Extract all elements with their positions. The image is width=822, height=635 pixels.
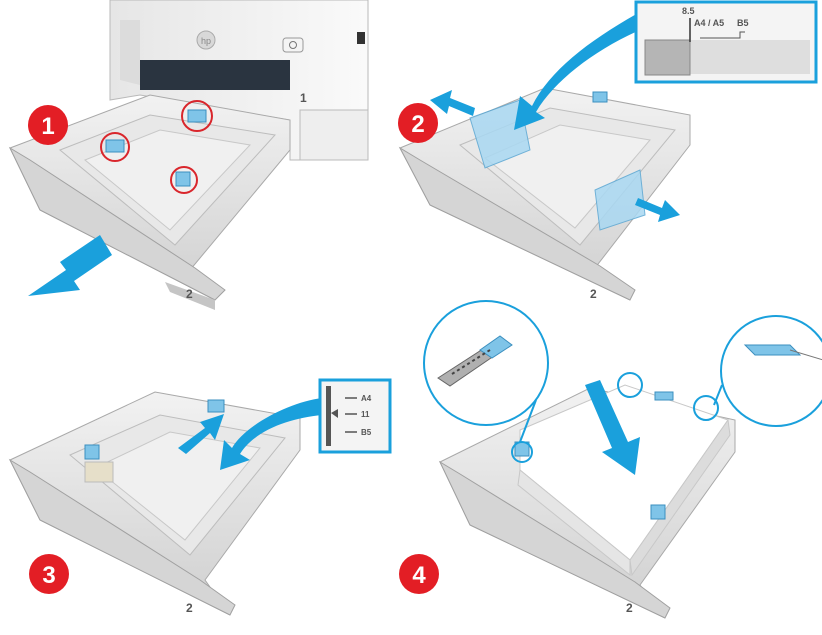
width-guide-left[interactable] xyxy=(105,139,125,153)
slide-guide-right-arrow xyxy=(635,198,680,222)
tray-drawer-2: 2 xyxy=(398,87,691,301)
length-guide[interactable] xyxy=(654,391,674,401)
panel-step-3: 2 A4 11 B5 3 xyxy=(8,378,392,616)
zoom-marker-ring xyxy=(693,395,719,421)
svg-text:2: 2 xyxy=(411,111,424,138)
panel-step-4: 2 xyxy=(399,300,822,619)
tray-label-sticker xyxy=(84,461,114,483)
size-label-b5: B5 xyxy=(737,18,749,28)
svg-text:hp: hp xyxy=(201,36,211,46)
printer-tray-number: 1 xyxy=(300,91,307,105)
pull-out-arrow xyxy=(28,235,112,296)
width-guide-left[interactable] xyxy=(84,444,100,460)
push-guide-arrow xyxy=(178,414,224,454)
highlight-ring xyxy=(100,132,130,162)
width-guide-right[interactable] xyxy=(594,169,646,231)
size-callout-step-3: A4 11 B5 xyxy=(318,378,392,454)
tray-number-label: 2 xyxy=(590,287,597,301)
insert-paper-arrow xyxy=(585,380,640,475)
power-icon xyxy=(282,37,304,53)
svg-text:4: 4 xyxy=(412,562,426,589)
size-label-b5: B5 xyxy=(361,428,372,437)
tray-number-label: 2 xyxy=(626,601,633,615)
svg-text:3: 3 xyxy=(42,562,55,589)
tray-drawer-4: 2 xyxy=(438,372,736,619)
printer-illustration: 1 hp xyxy=(109,0,369,161)
step-2-badge: 2 xyxy=(398,103,438,143)
zoom-detail-right xyxy=(713,315,822,427)
usb-port-icon xyxy=(357,32,365,44)
size-label-11: 11 xyxy=(361,410,370,419)
tray-drawer-1: 2 xyxy=(8,94,291,310)
size-label-a4: A4 xyxy=(361,394,372,403)
width-guide-right[interactable] xyxy=(175,171,191,187)
callout-pointer-arrow xyxy=(220,398,322,470)
tray-number-label: 2 xyxy=(186,287,193,301)
slide-guide-left-arrow xyxy=(430,90,475,116)
length-guide[interactable] xyxy=(207,399,225,413)
step-4-badge: 4 xyxy=(399,554,439,594)
tray-number-label: 2 xyxy=(186,601,193,615)
callout-pointer-arrow xyxy=(514,12,640,130)
size-label-a4-a5: A4 / A5 xyxy=(694,18,724,28)
hp-logo-icon: hp xyxy=(196,30,216,50)
zoom-detail-left xyxy=(423,300,549,443)
width-guide-right[interactable] xyxy=(650,504,666,520)
panel-step-2: 2 8.5 A4 / A5 B5 2 xyxy=(398,0,818,301)
highlight-ring xyxy=(170,166,198,194)
step-3-badge: 3 xyxy=(29,554,69,594)
step-1-badge: 1 xyxy=(28,105,68,145)
size-label-8-5: 8.5 xyxy=(682,6,695,16)
size-callout-step-2: 8.5 A4 / A5 B5 xyxy=(634,0,818,84)
zoom-marker-ring xyxy=(511,441,533,463)
zoom-marker-ring xyxy=(617,372,643,398)
width-guide-left[interactable] xyxy=(469,99,531,169)
panel-step-1: 1 hp 2 xyxy=(8,0,369,310)
highlight-ring xyxy=(181,100,213,132)
length-guide[interactable] xyxy=(187,109,207,123)
length-guide[interactable] xyxy=(592,91,608,103)
svg-text:1: 1 xyxy=(41,113,54,140)
